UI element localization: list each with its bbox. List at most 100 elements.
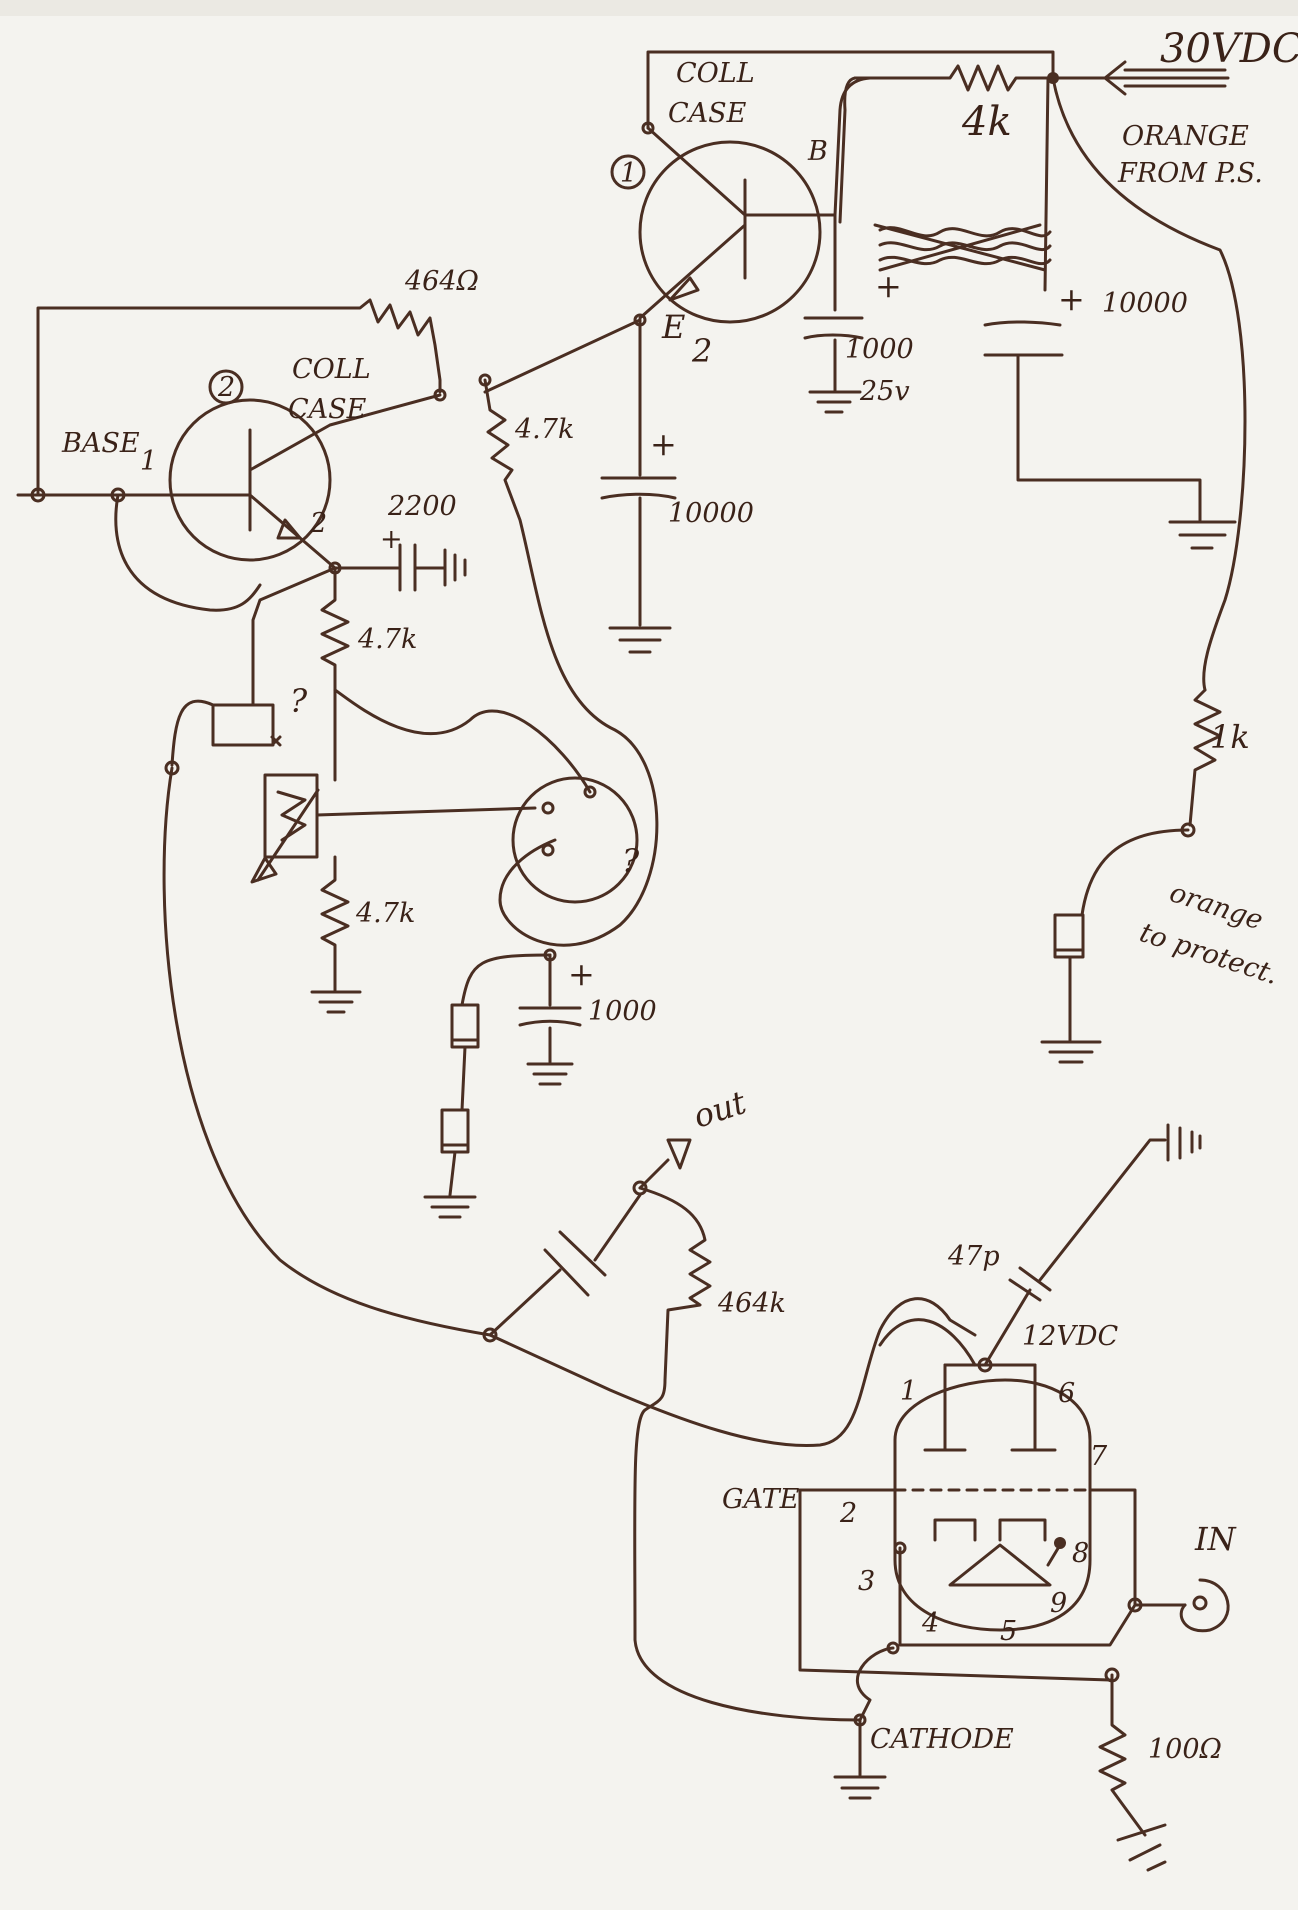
capacitor-47p xyxy=(983,1123,1202,1367)
label-protect-2: to protect. xyxy=(1136,917,1282,991)
label-q1-coll: COLL xyxy=(676,58,755,89)
label-q2-case: CASE xyxy=(288,394,367,425)
plate-6 xyxy=(1010,1363,1057,1452)
capacitor-1000-lower xyxy=(518,953,582,1086)
label-r-4k: 4k xyxy=(961,99,1012,145)
label-cathode: CATHODE xyxy=(870,1724,1014,1755)
main-signal-wire xyxy=(162,766,977,1448)
supply-arrow-icon xyxy=(1103,60,1230,96)
label-pin-4: 4 xyxy=(921,1608,939,1639)
label-pin-7: 7 xyxy=(1090,1441,1108,1472)
label-r-4k7-c: 4.7k xyxy=(355,898,415,929)
label-q2-emitter-pin: 2 xyxy=(309,508,327,539)
protect-wire xyxy=(1080,828,1190,917)
label-r-4k7-a: 4.7k xyxy=(514,414,574,445)
q1-emitter-arrow-icon xyxy=(668,276,700,302)
pin3-wire xyxy=(898,1546,1137,1647)
ground-icon xyxy=(1040,1040,1102,1064)
e2-to-q2-wire xyxy=(483,318,642,394)
label-q2-base-pin: 1 xyxy=(140,446,157,477)
q2-emitter xyxy=(248,493,337,570)
resistor-4k xyxy=(838,64,1055,224)
label-protect-1: orange xyxy=(1166,877,1267,936)
resistor-464 xyxy=(36,298,442,497)
supply-input xyxy=(1047,60,1230,96)
heater-triangle xyxy=(948,1543,1052,1587)
label-plus-10000a: + xyxy=(650,425,677,463)
resistor-464k xyxy=(633,1186,862,1722)
resistor-1k xyxy=(1188,688,1222,827)
label-q2-number: 2 xyxy=(217,372,235,403)
label-plus-1000: + xyxy=(875,267,902,305)
transistor-q2-body xyxy=(168,398,332,562)
pin7-wire xyxy=(1088,1488,1137,1607)
label-pin-9: 9 xyxy=(1050,1588,1067,1619)
capacitor-10000-supply xyxy=(983,76,1237,550)
plate-1 xyxy=(923,1363,967,1452)
input-jack-icon xyxy=(1179,1578,1230,1633)
transistor-q1 xyxy=(610,126,822,324)
label-r-100: 100Ω xyxy=(1148,1734,1222,1765)
capacitor-2200 xyxy=(333,543,467,592)
label-supply-voltage: 30VDC xyxy=(1160,26,1298,72)
q1-coll-node xyxy=(641,121,655,135)
base-feedback-wire xyxy=(114,493,262,612)
label-q2-coll: COLL xyxy=(292,354,371,385)
q2-number-circle xyxy=(208,369,244,405)
out-arrow-icon xyxy=(666,1138,692,1170)
label-pin-5: 5 xyxy=(1000,1616,1017,1647)
label-pin-1: 1 xyxy=(900,1376,917,1407)
label-plus-2200: + xyxy=(380,524,403,555)
transistor-q1-body xyxy=(638,140,822,324)
label-q1-case: CASE xyxy=(668,98,747,129)
q2-emitter-arrow-icon xyxy=(276,518,302,540)
tube-symbol xyxy=(878,1318,1092,1632)
ground-icon xyxy=(808,390,862,414)
node-out xyxy=(482,1327,498,1343)
label-c-47p: 47p xyxy=(947,1241,1000,1272)
label-q1-number: 1 xyxy=(620,158,637,189)
plate-loop xyxy=(878,1318,977,1367)
label-plus-10000b: + xyxy=(1058,280,1085,318)
potentiometer xyxy=(250,773,537,884)
label-q2-base: BASE xyxy=(61,428,140,459)
node-base-a xyxy=(30,487,46,503)
box-mark xyxy=(270,735,282,747)
unknown-box-a xyxy=(211,703,275,747)
ground-icon xyxy=(608,626,672,654)
q1-base-wire xyxy=(818,76,872,217)
ground-icon xyxy=(833,1718,887,1800)
label-out: out xyxy=(689,1083,751,1135)
q1-number-circle xyxy=(610,154,646,190)
label-plus-1000b: + xyxy=(568,955,595,993)
box-lead xyxy=(170,699,215,767)
resistor-100 xyxy=(1098,1673,1167,1872)
long-feed-wire xyxy=(483,378,659,947)
q2-collector xyxy=(248,393,442,472)
label-c-10000-a: 10000 xyxy=(668,498,754,529)
label-c-10000-b: 10000 xyxy=(1102,288,1188,319)
q1-collector-wire xyxy=(646,50,1055,130)
capacitor-10000-emitter xyxy=(600,318,677,654)
tube-envelope xyxy=(893,1378,1092,1632)
transistor-q2 xyxy=(168,369,442,570)
label-q1-base: B xyxy=(807,136,828,167)
unknown-socket xyxy=(333,688,639,904)
paper-edge xyxy=(0,0,1298,16)
supply-rail-right xyxy=(1051,76,1247,692)
label-c-1000-a: 1000 xyxy=(845,334,914,365)
crossed-out-component xyxy=(873,223,1052,272)
label-supply-source: ORANGE xyxy=(1122,121,1249,152)
output-capacitor xyxy=(488,1138,692,1337)
resistor-4k7-upper xyxy=(320,566,350,782)
label-in: IN xyxy=(1194,1520,1237,1558)
ground-icon xyxy=(1168,520,1237,550)
input-jack-center xyxy=(1192,1595,1208,1611)
label-r-1k: 1k xyxy=(1210,718,1250,756)
label-unknown-a: ? xyxy=(290,682,308,720)
q1-emitter xyxy=(638,223,747,320)
capacitor-1000-25v xyxy=(803,213,864,414)
q1-collector xyxy=(646,126,747,217)
cathode-wire xyxy=(855,1646,895,1722)
